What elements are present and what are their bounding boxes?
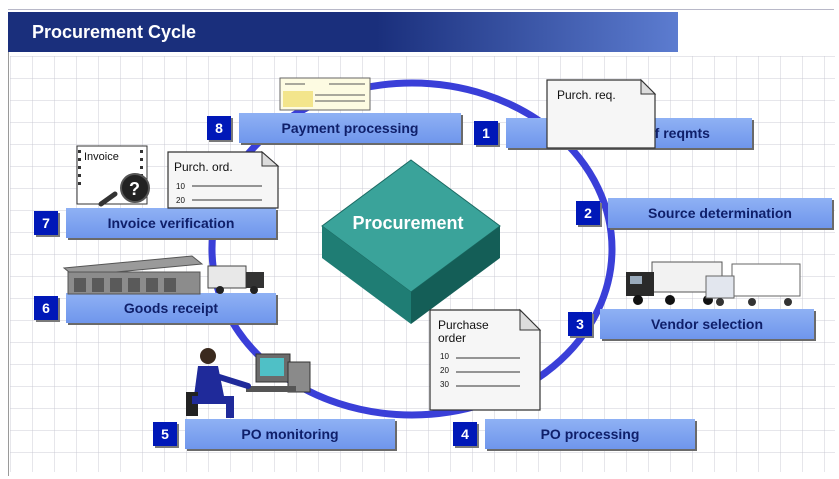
step-number: 4 — [453, 422, 477, 446]
step-label: Vendor selection — [600, 309, 814, 339]
purchase-order-document-icon — [429, 308, 542, 411]
trucks-icon — [626, 261, 801, 306]
step-number: 8 — [207, 116, 231, 140]
step-label: Payment processing — [239, 113, 461, 143]
purch-ord-document-icon — [167, 150, 280, 209]
step-number: 3 — [568, 312, 592, 336]
slide-title: Procurement Cycle — [8, 12, 678, 52]
computer-user-icon — [186, 348, 311, 418]
left-rule — [8, 52, 9, 476]
step-number: 1 — [474, 121, 498, 145]
center-label: Procurement — [352, 213, 464, 233]
top-rule — [8, 9, 834, 10]
step-label: Invoice verification — [66, 208, 276, 238]
step-label: Goods receipt — [66, 293, 276, 323]
svg-text:?: ? — [129, 179, 140, 199]
purchase-order-line: 30 — [440, 380, 449, 389]
payment-form-icon — [279, 77, 371, 111]
purchase-order-label: order — [438, 331, 467, 345]
purch-req-document-icon — [546, 78, 657, 149]
step-number: 5 — [153, 422, 177, 446]
step-label: Source determination — [608, 198, 832, 228]
step-number: 2 — [576, 201, 600, 225]
warehouse-truck-icon — [62, 255, 264, 295]
invoice-label: Invoice — [84, 151, 119, 163]
step-label: PO processing — [485, 419, 695, 449]
purch-req-label: Purch. req. — [557, 88, 616, 102]
purch-ord-line: 10 — [176, 182, 185, 191]
step-number: 7 — [34, 211, 58, 235]
step-label: PO monitoring — [185, 419, 395, 449]
purch-ord-label: Purch. ord. — [174, 160, 233, 174]
purchase-order-label: Purchase — [438, 318, 489, 332]
purchase-order-line: 20 — [440, 366, 449, 375]
purchase-order-line: 10 — [440, 352, 449, 361]
purch-ord-line: 20 — [176, 196, 185, 205]
step-number: 6 — [34, 296, 58, 320]
invoice-magnifier-icon: ? — [76, 145, 150, 207]
